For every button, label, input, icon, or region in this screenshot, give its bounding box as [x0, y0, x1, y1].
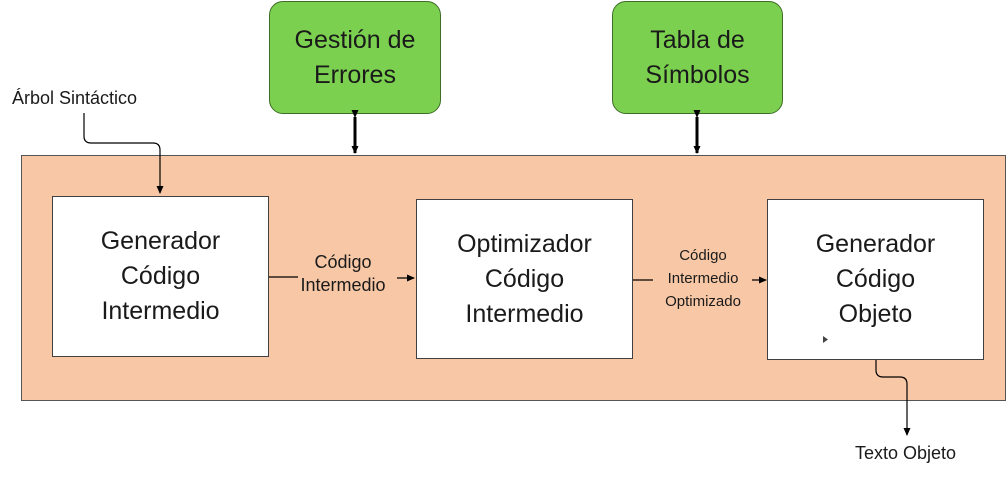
intermediate-code-label: Código Intermedio	[283, 251, 403, 297]
symbol-table-line-2: Símbolos	[645, 60, 750, 89]
symbol-table-box: Tabla de Símbolos	[612, 1, 783, 114]
object-generator-line-3: Objeto	[838, 300, 913, 328]
optimizer-line-3: Intermedio	[465, 299, 584, 328]
syntax-tree-label: Árbol Sintáctico	[12, 88, 138, 108]
intermediate-code-line-1: Código	[314, 252, 372, 272]
optimized-code-label: Código Intermedio Optimizado	[642, 244, 764, 313]
optimizer-line-1: Optimizador	[457, 229, 592, 258]
intermediate-generator-line-1: Generador	[100, 227, 221, 255]
optimizer-line-2: Código	[484, 264, 565, 293]
small-marker	[823, 336, 828, 343]
input-arrow	[83, 113, 164, 194]
intermediate-code-arrow	[269, 277, 414, 278]
optimized-code-line-2: Intermedio	[667, 270, 739, 287]
intermediate-code-optimizer-box: Optimizador Código Intermedio	[416, 199, 633, 359]
error-handling-line-2: Errores	[314, 60, 396, 89]
intermediate-code-line-2: Intermedio	[300, 275, 386, 295]
object-code-generator-box: Generador Código Objeto	[767, 199, 984, 360]
symbol-table-line-1: Tabla de	[650, 25, 745, 54]
object-generator-line-2: Código	[835, 265, 916, 293]
error-handling-box: Gestión de Errores	[269, 1, 441, 114]
optimized-code-line-1: Código	[679, 247, 727, 264]
error-handling-line-1: Gestión de	[294, 25, 416, 54]
object-generator-line-1: Generador	[815, 230, 936, 258]
optimized-code-line-3: Optimizado	[665, 293, 741, 310]
object-text-label: Texto Objeto	[855, 443, 957, 463]
intermediate-generator-line-3: Intermedio	[101, 297, 220, 325]
output-arrow	[875, 360, 911, 436]
intermediate-code-generator-box: Generador Código Intermedio	[52, 196, 269, 357]
intermediate-generator-line-2: Código	[120, 262, 201, 290]
